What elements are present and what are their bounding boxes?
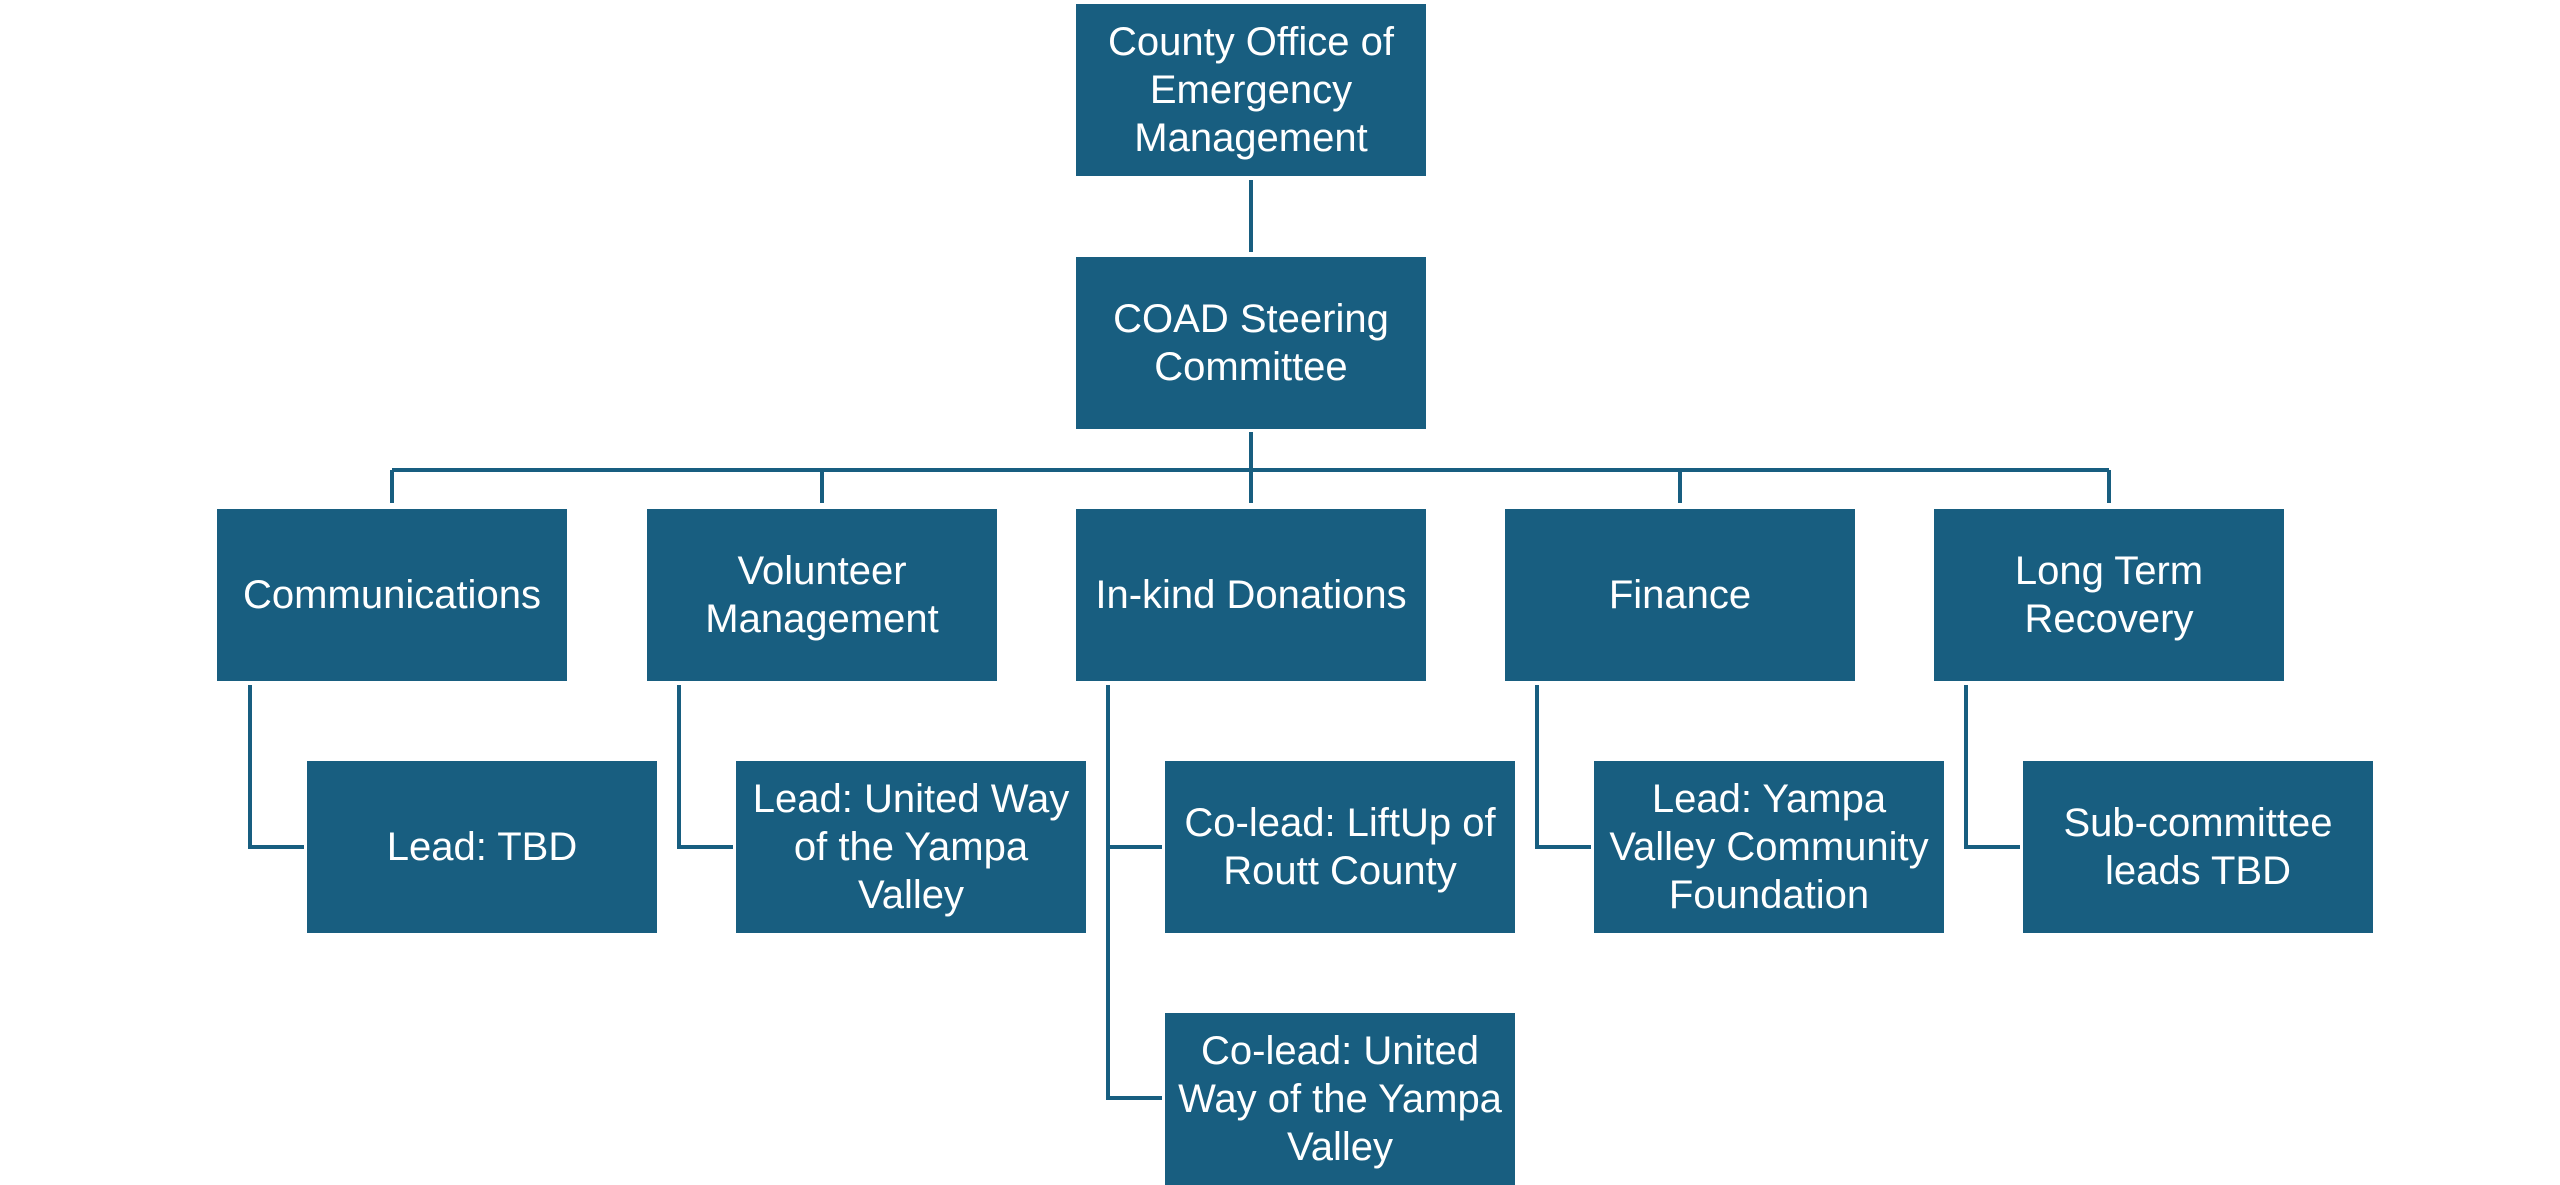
edge-ltr-leads — [1964, 685, 2020, 849]
node-finance: Finance — [1505, 509, 1855, 681]
node-inkind-colead-liftup: Co-lead: LiftUp of Routt County — [1165, 761, 1515, 933]
edge-volunteer-lead — [677, 685, 733, 849]
node-volunteer-management: Volunteer Management — [647, 509, 997, 681]
edge-finance-lead — [1535, 685, 1591, 849]
node-volunteer-lead: Lead: United Way of the Yampa Valley — [736, 761, 1086, 933]
node-county-oem: County Office of Emergency Management — [1076, 4, 1426, 176]
node-coad-steering-committee: COAD Steering Committee — [1076, 257, 1426, 429]
node-long-term-recovery: Long Term Recovery — [1934, 509, 2284, 681]
node-inkind-colead-united-way: Co-lead: United Way of the Yampa Valley — [1165, 1013, 1515, 1185]
edge-inkind-trunk — [1106, 685, 1162, 1100]
node-finance-lead: Lead: Yampa Valley Community Foundation — [1594, 761, 1944, 933]
edge-communications-lead — [248, 685, 304, 849]
node-communications: Communications — [217, 509, 567, 681]
node-communications-lead: Lead: TBD — [307, 761, 657, 933]
node-ltr-subcommittee-leads: Sub-committee leads TBD — [2023, 761, 2373, 933]
node-inkind-donations: In-kind Donations — [1076, 509, 1426, 681]
